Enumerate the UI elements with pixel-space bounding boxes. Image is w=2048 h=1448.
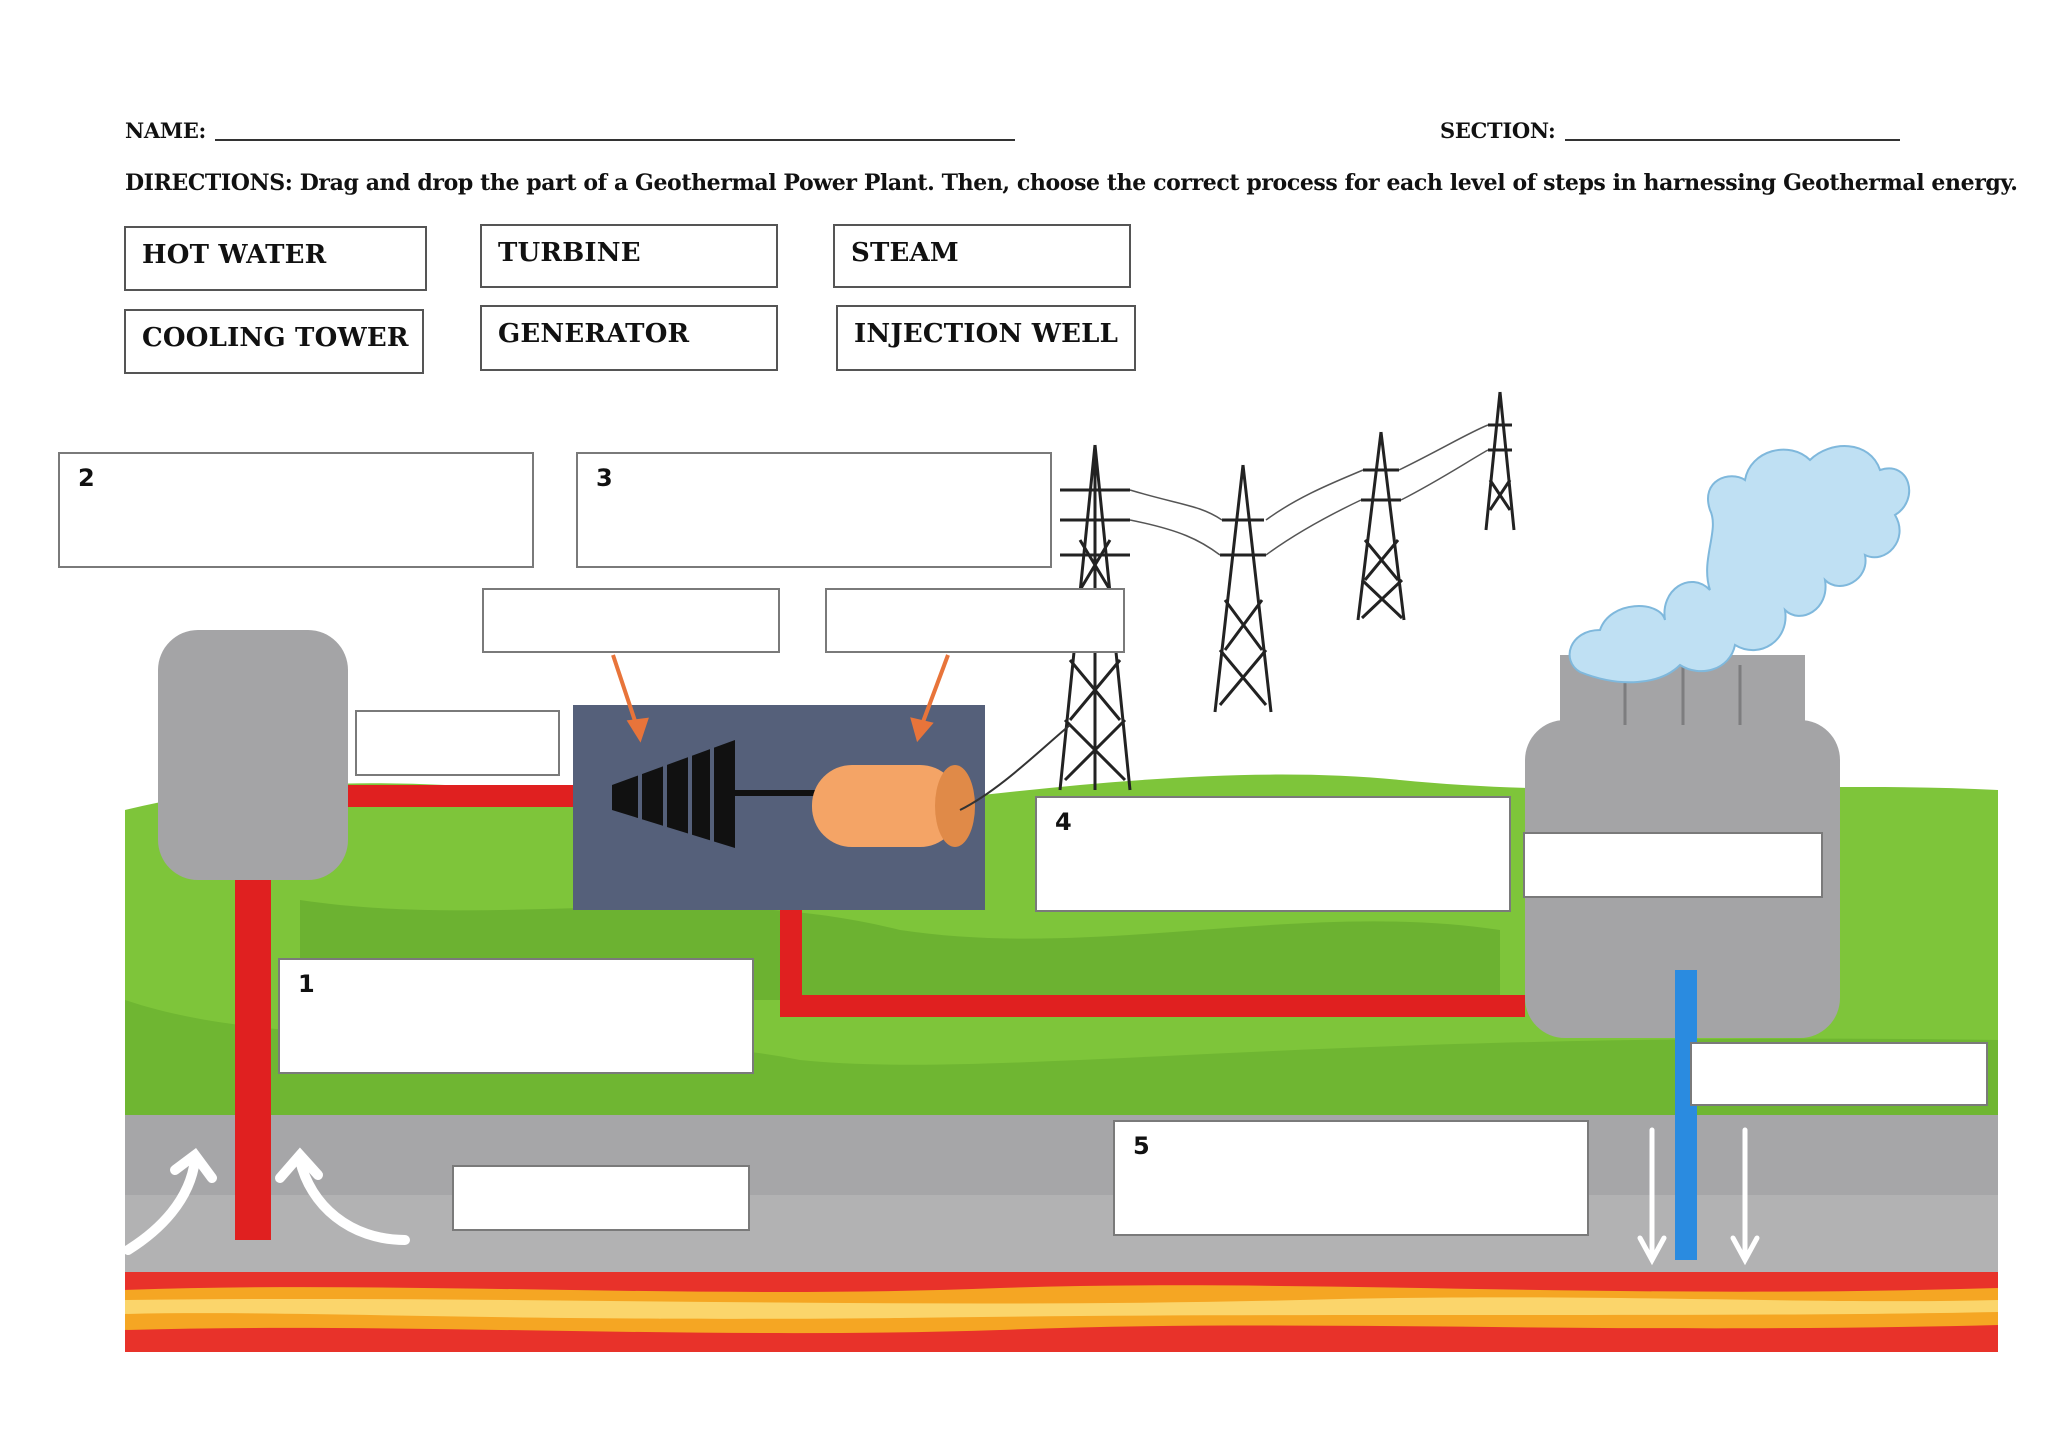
return-pipe [780,995,1525,1017]
process-number: 4 [1055,808,1072,836]
drop-slot-cooling-tower-label[interactable] [1523,832,1823,898]
section-label: SECTION: [1440,118,1556,143]
steam-cloud-icon [1568,445,1911,684]
hot-water-pipe [235,880,271,1240]
well-building [158,630,348,880]
process-number: 1 [298,970,315,998]
turbine-icon [612,740,815,848]
chip-turbine[interactable]: TURBINE [480,224,778,288]
drop-slot-generator-label[interactable] [825,588,1125,653]
directions-text: DIRECTIONS: Drag and drop the part of a … [125,170,2018,196]
drop-slot-injection-well-label[interactable] [1690,1042,1988,1106]
drop-slot-hot-water-label[interactable] [452,1165,750,1231]
sinking-arrows-icon [1637,1127,1760,1266]
process-box-2[interactable]: 2 [58,452,534,568]
name-label: NAME: [125,118,206,143]
process-number: 3 [596,464,613,492]
name-line[interactable] [215,139,1015,141]
steam-pipe [348,785,573,807]
chip-generator[interactable]: GENERATOR [480,305,778,371]
tower-icon [1356,431,1406,621]
chip-injection-well[interactable]: INJECTION WELL [836,305,1136,371]
chip-hot-water[interactable]: HOT WATER [124,226,427,291]
process-number: 5 [1133,1132,1150,1160]
tower-icon [1213,464,1273,713]
chip-steam[interactable]: STEAM [833,224,1131,288]
process-number: 2 [78,464,95,492]
return-pipe-vertical [780,905,802,1015]
process-box-3[interactable]: 3 [576,452,1052,568]
drop-slot-steam-label[interactable] [355,710,560,776]
section-line[interactable] [1565,139,1900,141]
process-box-5[interactable]: 5 [1113,1120,1589,1236]
process-box-1[interactable]: 1 [278,958,754,1074]
generator-icon [812,765,975,847]
rising-arrows-icon [123,1147,410,1255]
tower-icon [1484,391,1516,531]
drop-slot-turbine-label[interactable] [482,588,780,653]
pointer-arrows-icon [611,654,950,743]
process-box-4[interactable]: 4 [1035,796,1511,912]
chip-cooling-tower[interactable]: COOLING TOWER [124,309,424,374]
injection-pipe [1675,970,1697,1260]
